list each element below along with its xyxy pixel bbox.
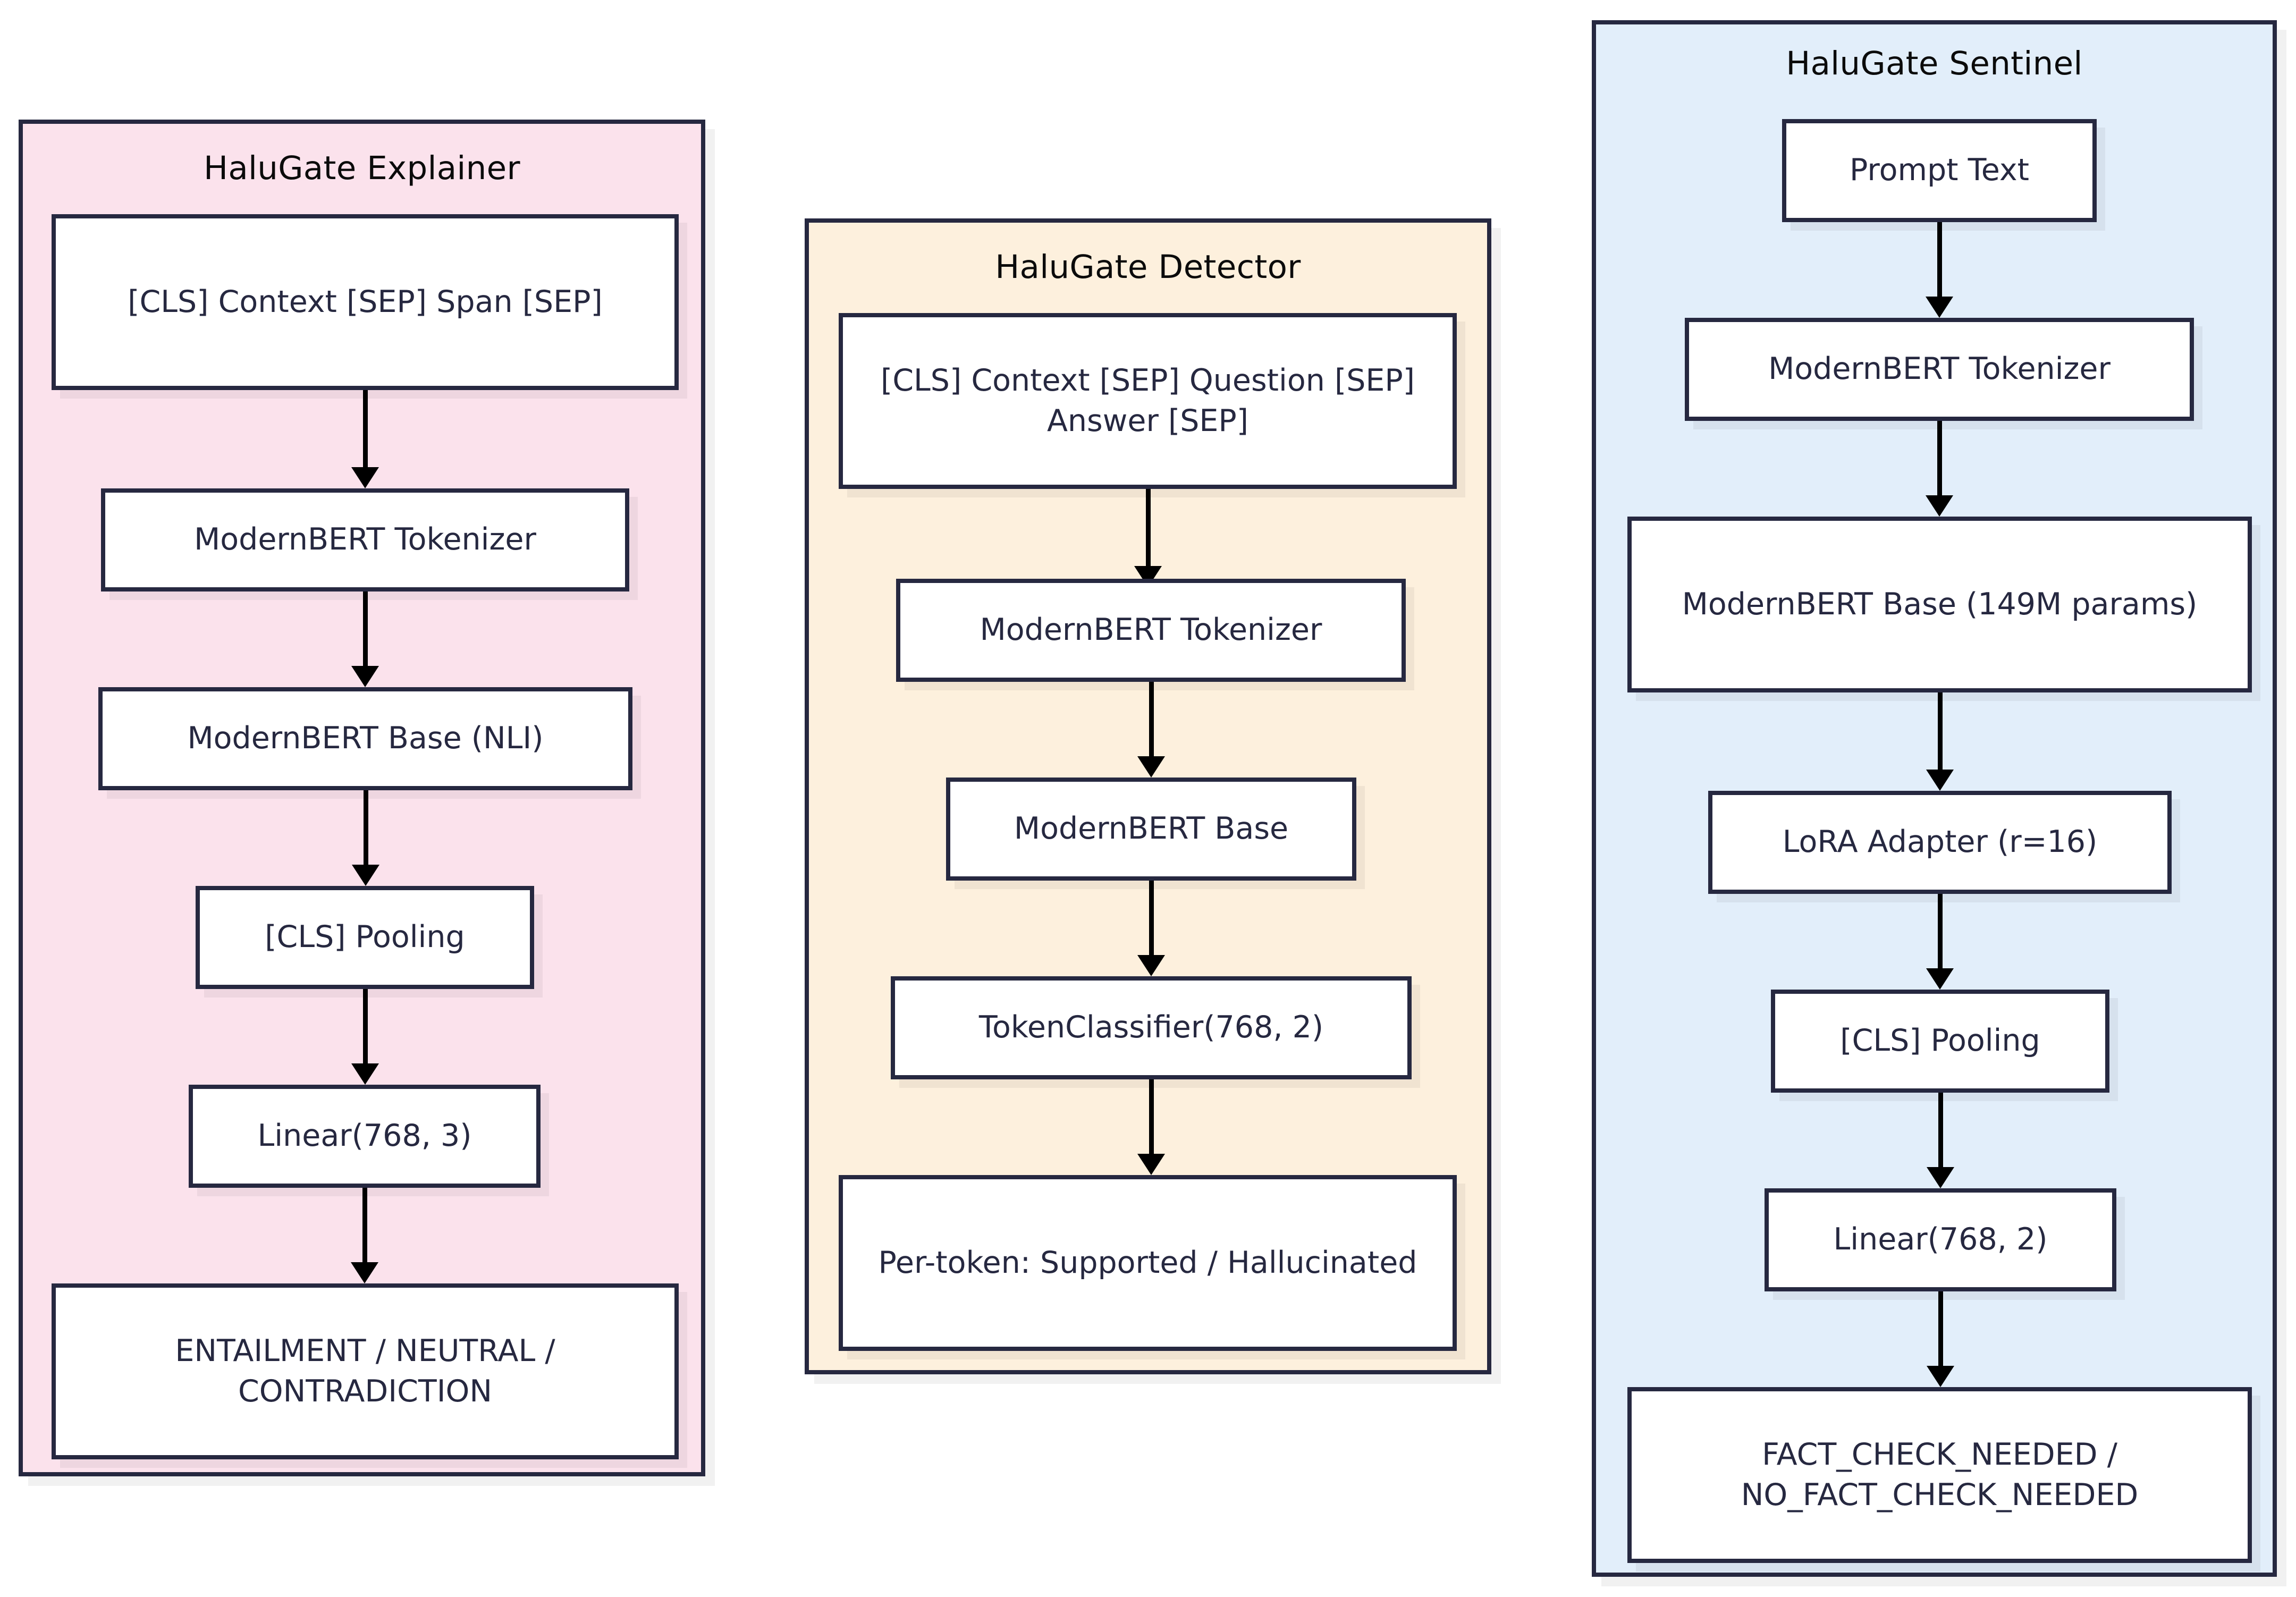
edge-exp-base-to-pooling xyxy=(98,790,632,886)
node-det-base: ModernBERT Base xyxy=(946,778,1356,881)
node-sen-tokenizer: ModernBERT Tokenizer xyxy=(1685,318,2194,421)
node-exp-pooling: [CLS] Pooling xyxy=(196,886,534,989)
node-exp-output-label: ENTAILMENT / NEUTRAL / CONTRADICTION xyxy=(175,1333,555,1409)
edge-exp-linear-to-output xyxy=(189,1188,541,1283)
node-det-classifier-label: TokenClassifier(768, 2) xyxy=(978,1010,1324,1045)
edge-det-base-to-classifier xyxy=(946,881,1356,976)
node-exp-output: ENTAILMENT / NEUTRAL / CONTRADICTION xyxy=(52,1283,679,1459)
node-sen-output: FACT_CHECK_NEEDED / NO_FACT_CHECK_NEEDED xyxy=(1627,1387,2252,1563)
node-exp-linear: Linear(768, 3) xyxy=(189,1085,541,1188)
node-sen-pooling: [CLS] Pooling xyxy=(1771,990,2109,1093)
node-det-input: [CLS] Context [SEP] Question [SEP] Answe… xyxy=(839,313,1457,489)
edge-sen-lora-to-pooling xyxy=(1708,894,2172,990)
subgraph-detector-title: HaluGate Detector xyxy=(995,248,1301,286)
node-sen-lora: LoRA Adapter (r=16) xyxy=(1708,791,2172,894)
edge-sen-tokenizer-to-base xyxy=(1685,421,2194,517)
edge-sen-prompt-to-tokenizer xyxy=(1782,222,2097,318)
node-exp-tokenizer: ModernBERT Tokenizer xyxy=(101,488,629,592)
node-sen-pooling-label: [CLS] Pooling xyxy=(1840,1023,2040,1059)
node-sen-tokenizer-label: ModernBERT Tokenizer xyxy=(1768,351,2111,387)
node-exp-input: [CLS] Context [SEP] Span [SEP] xyxy=(52,214,679,390)
edge-exp-tokenizer-to-base xyxy=(101,592,629,687)
node-sen-base-label: ModernBERT Base (149M params) xyxy=(1682,586,2198,622)
node-det-tokenizer-label: ModernBERT Tokenizer xyxy=(980,612,1322,648)
node-sen-lora-label: LoRA Adapter (r=16) xyxy=(1782,824,2098,860)
edge-det-tokenizer-to-base xyxy=(896,682,1406,778)
edge-sen-linear-to-output xyxy=(1765,1291,2116,1387)
node-sen-linear: Linear(768, 2) xyxy=(1765,1188,2116,1291)
subgraph-explainer-title: HaluGate Explainer xyxy=(204,149,520,187)
node-det-tokenizer: ModernBERT Tokenizer xyxy=(896,579,1406,682)
node-exp-tokenizer-label: ModernBERT Tokenizer xyxy=(194,522,536,557)
node-sen-output-label: FACT_CHECK_NEEDED / NO_FACT_CHECK_NEEDED xyxy=(1741,1437,2139,1512)
node-exp-input-label: [CLS] Context [SEP] Span [SEP] xyxy=(128,284,603,319)
node-exp-linear-label: Linear(768, 3) xyxy=(257,1118,472,1154)
subgraph-sentinel-title: HaluGate Sentinel xyxy=(1786,45,2083,82)
node-sen-linear-label: Linear(768, 2) xyxy=(1833,1222,2048,1257)
node-det-output-label: Per-token: Supported / Hallucinated xyxy=(878,1245,1417,1280)
node-sen-base: ModernBERT Base (149M params) xyxy=(1627,517,2252,692)
node-det-classifier: TokenClassifier(768, 2) xyxy=(891,976,1412,1079)
node-exp-pooling-label: [CLS] Pooling xyxy=(265,919,465,955)
edge-sen-pooling-to-linear xyxy=(1771,1093,2109,1188)
node-exp-base-label: ModernBERT Base (NLI) xyxy=(187,721,544,756)
edge-sen-base-to-lora xyxy=(1627,692,2252,791)
node-det-input-label: [CLS] Context [SEP] Question [SEP] Answe… xyxy=(880,363,1415,438)
edge-exp-pooling-to-linear xyxy=(196,989,534,1085)
node-sen-prompt-label: Prompt Text xyxy=(1850,153,2029,188)
edge-det-input-to-tokenizer xyxy=(839,489,1457,587)
node-exp-base: ModernBERT Base (NLI) xyxy=(98,687,632,790)
node-det-output: Per-token: Supported / Hallucinated xyxy=(839,1175,1457,1351)
edge-exp-input-to-tokenizer xyxy=(52,390,679,488)
node-sen-prompt: Prompt Text xyxy=(1782,119,2097,222)
node-det-base-label: ModernBERT Base xyxy=(1014,811,1289,847)
edge-det-classifier-to-output xyxy=(891,1079,1412,1175)
